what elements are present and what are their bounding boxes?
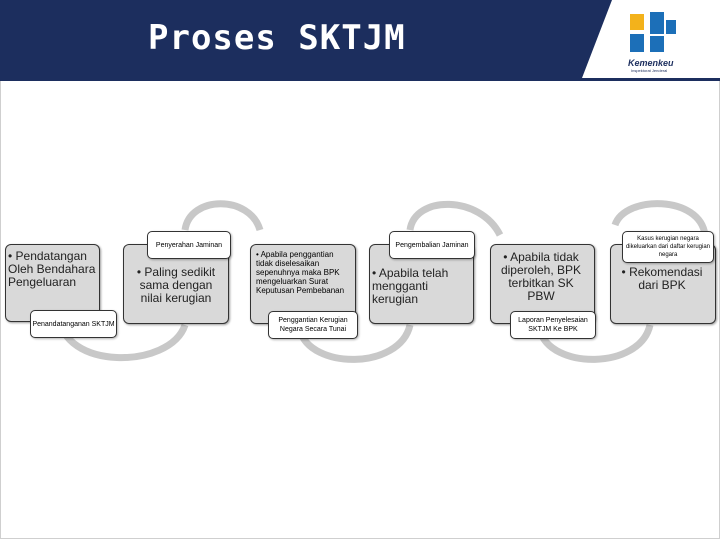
step-3-card: Penggantian Kerugian Negara Secara Tunai (268, 311, 358, 339)
step-5-text: • Apabila tidak diperoleh, BPK terbitkan… (500, 250, 582, 303)
arrow-4 (406, 200, 504, 237)
kemenkeu-logo-icon (630, 12, 676, 52)
step-1-box (5, 244, 100, 322)
logo-name: Kemenkeu (628, 58, 674, 68)
step-3-box (250, 244, 356, 324)
arrow-2 (181, 200, 264, 232)
step-1-text: • Pendatangan Oleh Bendahara Pengeluaran (8, 249, 96, 289)
step-4-text: • Apabila telah mengganti kerugian (372, 266, 449, 306)
step-5-card: Laporan Penyelesaian SKTJM Ke BPK (510, 311, 596, 339)
arrow-3 (296, 323, 414, 363)
step-1-card: Penandatanganan SKTJM (30, 310, 117, 338)
arrow-5 (536, 323, 654, 363)
step-4-card: Pengembalian Jaminan (389, 231, 475, 259)
header-rule (0, 78, 720, 81)
step-2-card: Penyerahan Jaminan (147, 231, 231, 259)
step-2-text: • Paling sedikit sama dengan nilai kerug… (136, 265, 216, 305)
arrow-6 (611, 200, 709, 236)
step-6-text: • Rekomendasi dari BPK (621, 265, 703, 292)
slide-title: Proses SKTJM (148, 18, 406, 58)
slide-header: Proses SKTJM Kemenkeu Inspektorat Jender… (0, 0, 720, 78)
step-6-card: Kasus kerugian negara dikeluarkan dari d… (622, 231, 714, 263)
step-3-text: • Apabila penggantian tidak diselesaikan… (256, 250, 345, 295)
header-bar (0, 0, 582, 78)
logo-subtitle: Inspektorat Jenderal (631, 68, 668, 73)
step-5-box (490, 244, 595, 324)
header-diagonal (582, 0, 612, 78)
